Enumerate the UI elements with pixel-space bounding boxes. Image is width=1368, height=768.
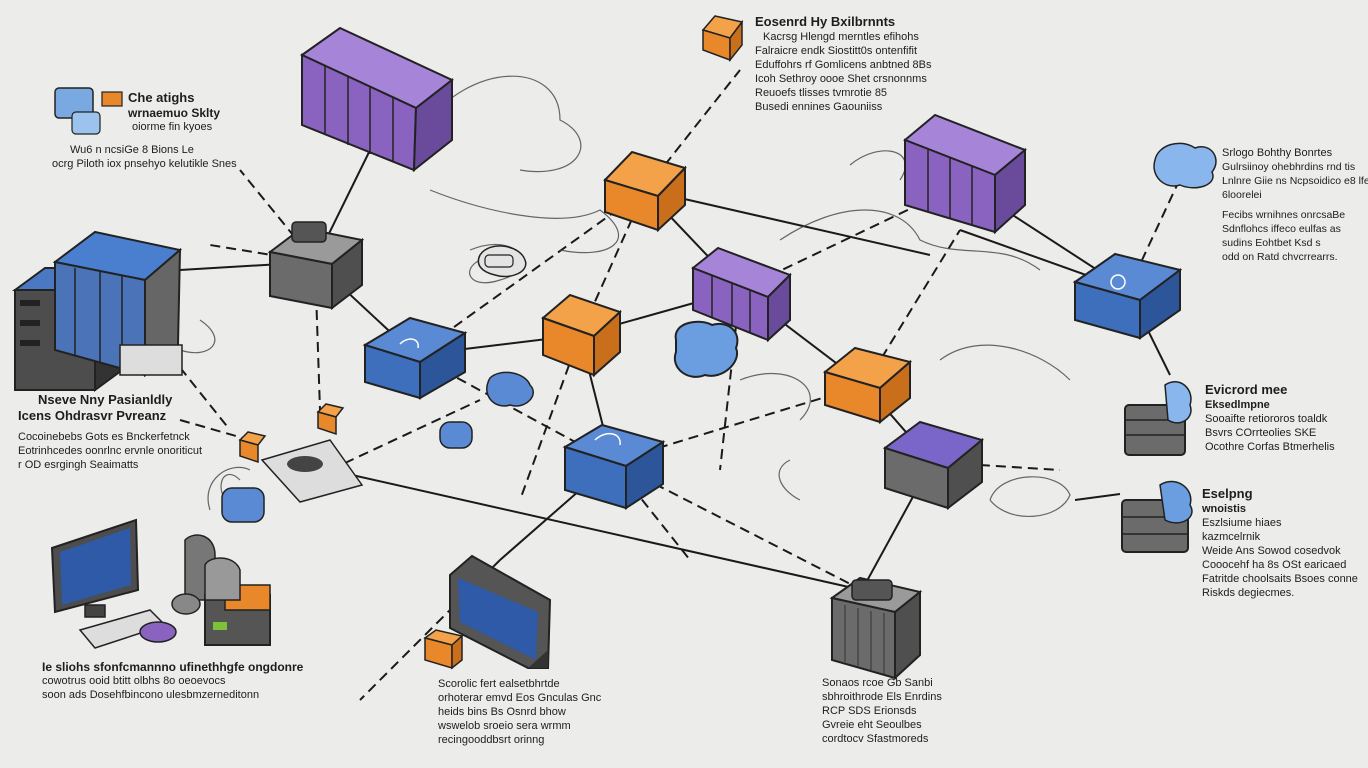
label-title: Eosenrd Hy Bxilbrnnts	[755, 14, 896, 29]
label-bottom-right: Sonaos rcoe Gb Sanbi sbhroithrode Els En…	[822, 676, 972, 746]
label-line: Bsvrs COrrteolies SKE	[1205, 427, 1317, 439]
monitor-icon	[449, 554, 552, 669]
connection-links	[169, 69, 1186, 701]
label-line: RCP SDS Erionsds	[822, 705, 917, 717]
storage-stack-icon	[1121, 480, 1193, 553]
label-line: wrnaemuo Sklty	[128, 106, 221, 120]
cube-node-icon	[882, 420, 985, 511]
label-line: Eszlsiume hiaes	[1202, 517, 1282, 529]
cube-node-icon	[267, 221, 365, 311]
cube-node-icon	[477, 245, 527, 278]
label-title: Srlogo Bohthy Bonrtes	[1222, 147, 1333, 159]
label-line: Eksedlmpne	[1205, 399, 1270, 411]
label-line: ocrg Piloth iox pnsehyo kelutikle Snes	[52, 158, 237, 170]
server-rack-icon	[903, 113, 1027, 235]
label-line: Icoh Sethroy oooe Shet crsnonnms	[755, 73, 927, 85]
cube-node-icon	[562, 423, 666, 510]
cloud-icon	[486, 371, 534, 407]
label-line: Eotrinhcedes oonrlnc ervnle onoriticut	[18, 445, 203, 457]
cube-node-icon	[701, 15, 744, 63]
label-mid-left: Nseve Nny Pasianldly Icens Ohdrasvr Pvre…	[18, 392, 218, 472]
cube-node-icon	[541, 293, 622, 378]
label-line: Gvreie eht Seoulbes	[822, 719, 922, 731]
label-line: Cocoinebebs Gots es Bnckerfetnck	[18, 431, 190, 443]
cloud-icon	[439, 421, 473, 449]
cloud-icon	[673, 320, 739, 378]
cube-node-icon	[362, 316, 468, 400]
label-line: Falraicre endk Siostitt0s ontenfifit	[755, 45, 918, 57]
label-top-left: Che atighs wrnaemuo Sklty oiorme fin kyo…	[128, 90, 288, 134]
workstation-icon	[50, 518, 271, 649]
cube-node-icon	[260, 439, 364, 503]
label-title: Sonaos rcoe Gb Sanbi	[822, 677, 933, 689]
label-top-left-detail: Wu6 n ncsiGe 8 Bions Le ocrg Piloth iox …	[52, 143, 282, 171]
label-line: soon ads Dosehfbincono ulesbmzerneditonn	[42, 689, 260, 701]
label-title: Nseve Nny Pasianldly	[38, 392, 173, 407]
sketch-scribbles	[179, 75, 1071, 518]
label-line: oiorme fin kyoes	[132, 121, 213, 133]
cube-node-icon	[822, 346, 913, 425]
label-line: orhoterar emvd Eos Gnculas Gnc	[438, 692, 602, 704]
cloud-icon	[1153, 142, 1217, 189]
label-line: Cooocehf ha 8s OSt earicaed	[1202, 559, 1347, 571]
label-line: cordtocv Sfastmoreds	[822, 733, 929, 745]
label-line: Weide Ans Sowod cosedvok	[1202, 545, 1341, 557]
label-line: wswelob sroeio sera wrmm	[438, 720, 571, 732]
label-line: kazmcelrnik	[1202, 531, 1261, 543]
label-right-mid: Evicrord mee Eksedlmpne Sooaifte retioro…	[1205, 382, 1365, 454]
storage-stack-icon	[1124, 381, 1192, 456]
label-line: heids bins Bs Osnrd bhow	[438, 706, 566, 718]
label-line: Kacrsg Hlengd merntles efihohs	[763, 31, 919, 43]
label-top-right: Srlogo Bohthy Bonrtes Gulrsiinoy ohebhrd…	[1222, 146, 1368, 264]
label-title: Evicrord mee	[1205, 382, 1288, 397]
cloud-icon	[221, 487, 265, 523]
label-top-center: Eosenrd Hy Bxilbrnnts Kacrsg Hlengd mern…	[755, 14, 955, 114]
cube-node-icon	[829, 576, 923, 681]
label-line: cowotrus ooid btitt olbhs 8o oeoevocs	[42, 675, 226, 687]
label-line: Gulrsiinoy ohebhrdins rnd tis	[1222, 161, 1356, 173]
label-line: Busedi ennines Gaouniiss	[755, 101, 883, 113]
label-line: 6loorelei	[1222, 189, 1262, 201]
label-line: Reuoefs tlisses tvmrotie 85	[755, 87, 888, 99]
label-line: Fatritde choolsaits Bsoes conne	[1202, 573, 1358, 585]
server-rack-icon	[691, 246, 792, 343]
label-line: recingooddbsrt orinng	[438, 734, 545, 746]
label-line: Wu6 n ncsiGe 8 Bions Le	[70, 144, 194, 156]
label-line: odd on Ratd chvcrrearrs.	[1222, 251, 1338, 263]
label-line: r OD esrgingh Seaimatts	[18, 459, 139, 471]
label-bottom-left: Ie sliohs sfonfcmannno ufinethhgfe ongdo…	[42, 660, 342, 702]
cloud-icon	[54, 87, 123, 135]
label-line: Ocothre Corfas Btmerhelis	[1205, 441, 1335, 453]
server-rack-icon	[11, 230, 183, 392]
label-line: Eduffohrs rf Gomlicens anbtned 8Bs	[755, 59, 932, 71]
cube-node-icon	[423, 629, 464, 670]
label-line: Sdnflohcs iffeco eulfas as	[1222, 223, 1341, 235]
server-rack-icon	[300, 26, 454, 173]
label-title: Eselpng	[1202, 486, 1253, 501]
cube-node-icon	[1072, 252, 1183, 340]
label-right-low: Eselpng wnoistis Eszlsiume hiaes kazmcel…	[1202, 486, 1366, 600]
label-line: Icens Ohdrasvr Pvreanz	[18, 408, 167, 423]
label-title: Che atighs	[128, 90, 195, 105]
label-line: Fecibs wrnihnes onrcsaBe	[1222, 209, 1346, 221]
label-bottom-center: Scorolic fert ealsetbhrtde orhoterar emv…	[438, 677, 628, 747]
label-line: Riskds degiecmes.	[1202, 587, 1295, 599]
label-title: Ie sliohs sfonfcmannno ufinethhgfe ongdo…	[42, 660, 304, 674]
cube-node-icon	[238, 431, 267, 464]
label-line: sudins Eohtbet Ksd s	[1222, 237, 1321, 249]
label-line: sbhroithrode Els Enrdins	[822, 691, 942, 703]
label-line: Sooaifte retiororos toaldk	[1205, 413, 1328, 425]
label-title: Scorolic fert ealsetbhrtde	[438, 678, 560, 690]
cube-node-icon	[316, 403, 345, 436]
label-line: wnoistis	[1202, 503, 1247, 515]
cube-node-icon	[603, 150, 687, 233]
label-line: Lnlnre Giie ns Ncpsoidico e8 lfe	[1222, 175, 1368, 187]
